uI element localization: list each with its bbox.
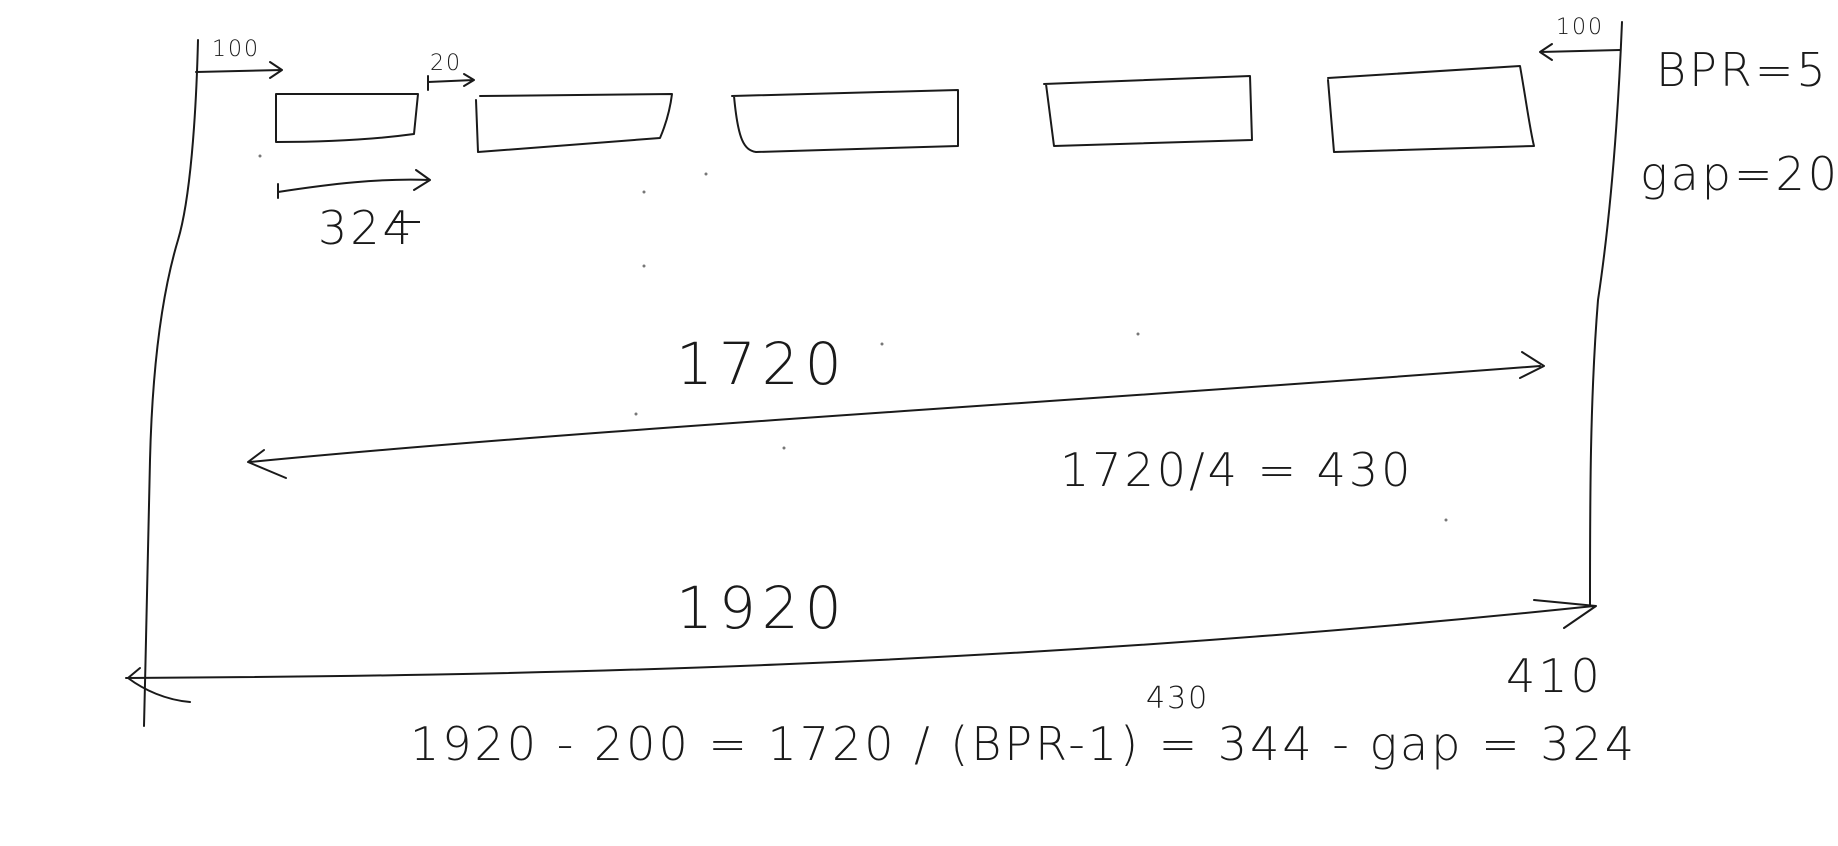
box-row (275, 65, 1535, 153)
box-5 (1327, 65, 1535, 153)
box-3 (731, 89, 959, 153)
left-margin-label: 100 (212, 37, 260, 62)
inner-division-label: 1720/4 = 430 (1060, 443, 1413, 497)
gap-arrow (427, 73, 475, 91)
bpr-label: BPR=5 (1656, 43, 1829, 97)
inner-width-arrow (247, 351, 1545, 479)
gap-label: 20 (430, 51, 462, 76)
box-4 (1043, 75, 1253, 147)
left-screen-edge (143, 39, 199, 727)
left-margin-arrow (195, 61, 283, 79)
box-2 (475, 93, 673, 153)
screen-width-arrow (125, 599, 1597, 703)
right-margin-arrow (1539, 43, 1621, 61)
correction-410: 410 (1506, 649, 1603, 703)
inner-width-label: 1720 (676, 330, 848, 398)
right-screen-edge (1589, 21, 1623, 606)
formula-label: 1920 - 200 = 1720 / (BPR-1) = 344 - gap … (410, 717, 1637, 771)
right-margin-label: 100 (1556, 15, 1604, 40)
screen-width-label: 1920 (676, 574, 848, 642)
box-width-label: 324 (318, 201, 415, 255)
box-width-arrow (277, 169, 431, 199)
box-1 (275, 93, 419, 143)
gap-note: gap=20 (1640, 147, 1838, 201)
correction-430: 430 (1146, 681, 1209, 716)
stray-dots (258, 154, 1448, 522)
